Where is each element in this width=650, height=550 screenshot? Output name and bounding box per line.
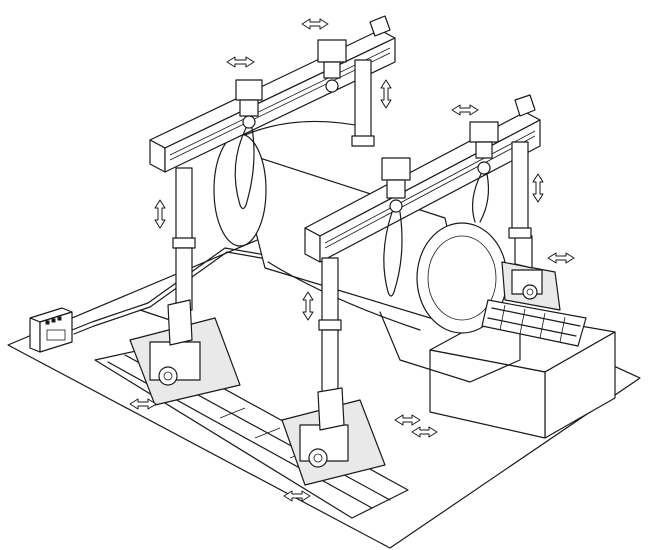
vertical-lift-arrow (154, 199, 166, 229)
lifting-leg (508, 141, 532, 239)
horizontal-travel-arrow (301, 18, 329, 30)
hoist-trolley (235, 79, 263, 129)
hoist-trolley (381, 157, 411, 213)
lifting-sling (234, 127, 255, 210)
control-box (29, 307, 73, 353)
lifting-leg (172, 167, 196, 311)
horizontal-travel-arrow (547, 252, 575, 264)
horizontal-travel-arrow (226, 56, 255, 68)
rail-track-rear (481, 299, 587, 347)
vertical-lift-arrow (532, 173, 544, 203)
horizontal-travel-arrow (283, 490, 311, 502)
horizontal-travel-arrow (451, 104, 479, 116)
hoist-trolley (469, 121, 499, 175)
horizontal-travel-arrow (411, 426, 438, 438)
lifting-leg (351, 59, 375, 147)
carriage-front-right (281, 387, 386, 486)
lifting-sling (383, 211, 403, 297)
lifting-sling (471, 173, 490, 223)
vertical-lift-arrow (380, 79, 392, 109)
carriage-front-left (129, 299, 241, 406)
vertical-lift-arrow (302, 291, 314, 321)
horizontal-travel-arrow (129, 398, 157, 410)
horizontal-travel-arrow (394, 414, 421, 426)
hoist-trolley (317, 39, 347, 93)
carriage-rear (501, 231, 561, 311)
